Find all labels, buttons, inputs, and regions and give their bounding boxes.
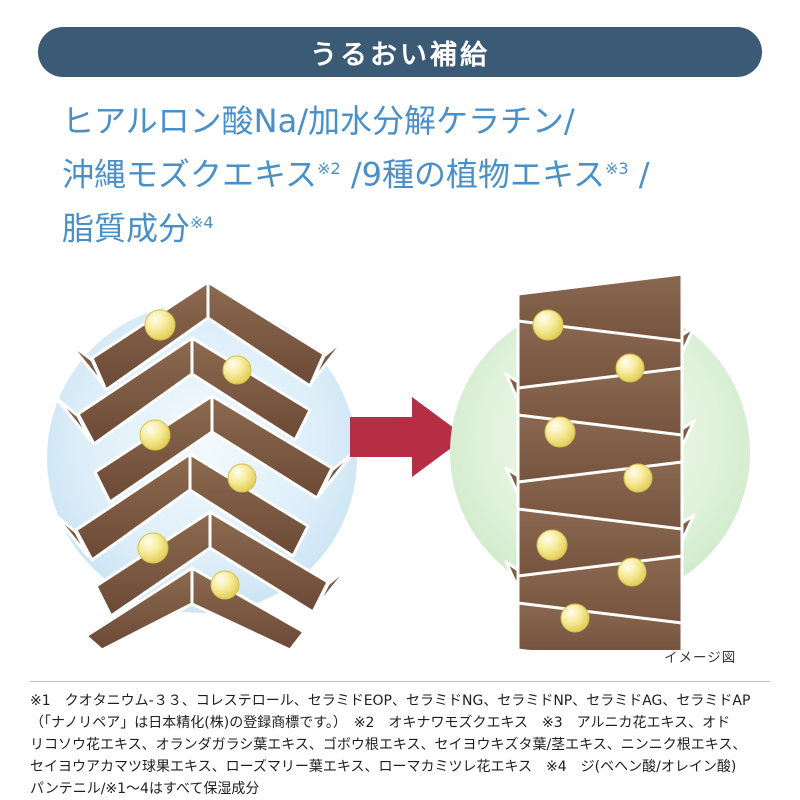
figure-caption: イメージ図: [664, 650, 737, 666]
ingredients-text: ヒアルロン酸Na/加水分解ケラチン/ 沖縄モズクエキス※2 /9種の植物エキス※…: [62, 98, 650, 252]
before-after-figure: イメージ図: [0, 268, 800, 666]
moisture-bead: [210, 570, 240, 600]
damaged-hair-illustration: [47, 280, 357, 650]
ingredient-text-segment: 脂質成分: [62, 209, 191, 248]
footnote-line: ※1 クオタニウム-３３、コレステロール、セラミドEOP、セラミドNG、セラミド…: [30, 693, 751, 709]
moisture-bead: [615, 353, 645, 383]
ingredient-line-2: 沖縄モズクエキス※2 /9種の植物エキス※3 /: [62, 145, 650, 199]
footnote-line: パンテニル/※1〜4はすべて保湿成分: [30, 781, 260, 797]
footnote-ref-2: ※2: [317, 159, 341, 178]
moisture-beads: [137, 309, 257, 600]
footnotes-block: ※1 クオタニウム-３３、コレステロール、セラミドEOP、セラミドNG、セラミド…: [30, 690, 772, 800]
moisture-bead: [222, 355, 252, 385]
damaged-cuticle-scales: [52, 280, 356, 650]
ingredient-line-1: ヒアルロン酸Na/加水分解ケラチン/: [62, 98, 650, 145]
footnote-line: セイヨウアカマツ球果エキス、ローズマリー葉エキス、ローマカミツレ花エキス ※4 …: [30, 759, 737, 775]
moisture-beads: [532, 309, 653, 633]
moisture-bead: [144, 309, 176, 341]
ingredient-text-segment: /9種の植物エキス: [340, 155, 605, 194]
header-banner: うるおい補給: [38, 27, 762, 77]
footnote-line: （「ナノリペア」は日本精化(株)の登録商標です。） ※2 オキナワモズクエキス …: [30, 715, 731, 731]
footnote-divider: [30, 681, 770, 682]
moisture-bead: [227, 463, 257, 493]
moisture-bead: [623, 463, 653, 493]
ingredient-line-3: 脂質成分※4: [62, 199, 650, 253]
footnote-ref-3: ※3: [605, 159, 629, 178]
moisture-bead: [532, 309, 564, 341]
moisture-bead: [536, 529, 568, 561]
ingredient-text-segment: /: [628, 155, 650, 194]
moisture-bead: [139, 419, 171, 451]
moisture-bead: [560, 603, 590, 633]
moisture-bead: [137, 532, 169, 564]
footnote-ref-4: ※4: [190, 212, 214, 232]
page-title: うるおい補給: [310, 39, 490, 71]
repaired-hair-illustration: [450, 272, 750, 650]
arrow-right-icon: [350, 397, 466, 477]
moisture-bead: [617, 557, 647, 587]
moisture-bead: [544, 416, 576, 448]
ingredient-text-segment: ヒアルロン酸Na/加水分解ケラチン/: [62, 102, 575, 140]
footnote-line: リコソウ花エキス、オランダガラシ葉エキス、ゴボウ根エキス、セイヨウキズタ葉/茎エ…: [30, 737, 747, 753]
ingredient-text-segment: 沖縄モズクエキス: [62, 155, 318, 194]
